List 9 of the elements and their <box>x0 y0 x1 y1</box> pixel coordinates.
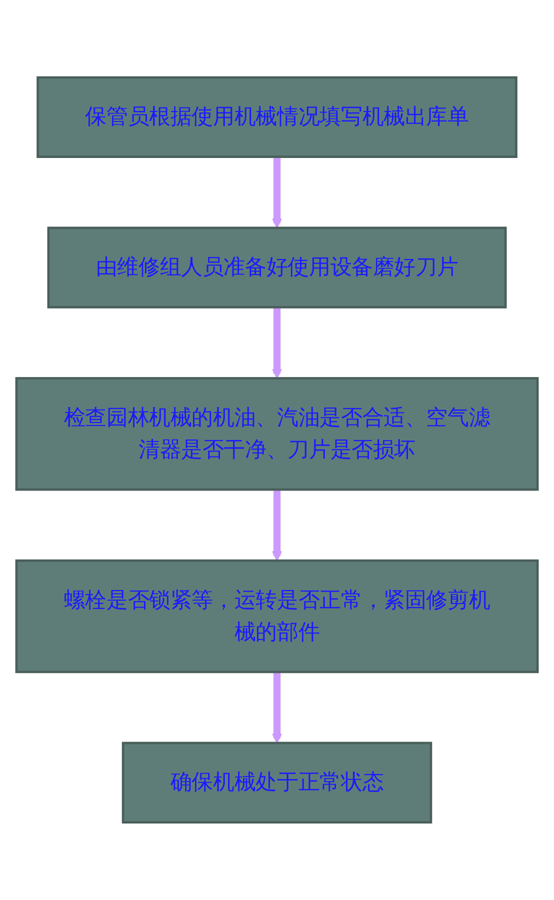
node-box: 检查园林机械的机油、汽油是否合适、空气滤清器是否干净、刀片是否损坏 <box>15 377 539 491</box>
arrow <box>272 156 282 228</box>
node-box: 确保机械处于正常状态 <box>122 742 432 824</box>
node-box: 由维修组人员准备好使用设备磨好刀片 <box>47 226 507 308</box>
arrow <box>272 672 282 744</box>
node-box: 螺栓是否锁紧等，运转是否正常，紧固修剪机械的部件 <box>15 560 539 674</box>
arrow <box>272 307 282 379</box>
arrow <box>272 490 282 562</box>
node-box: 保管员根据使用机械情况填写机械出库单 <box>36 76 518 158</box>
